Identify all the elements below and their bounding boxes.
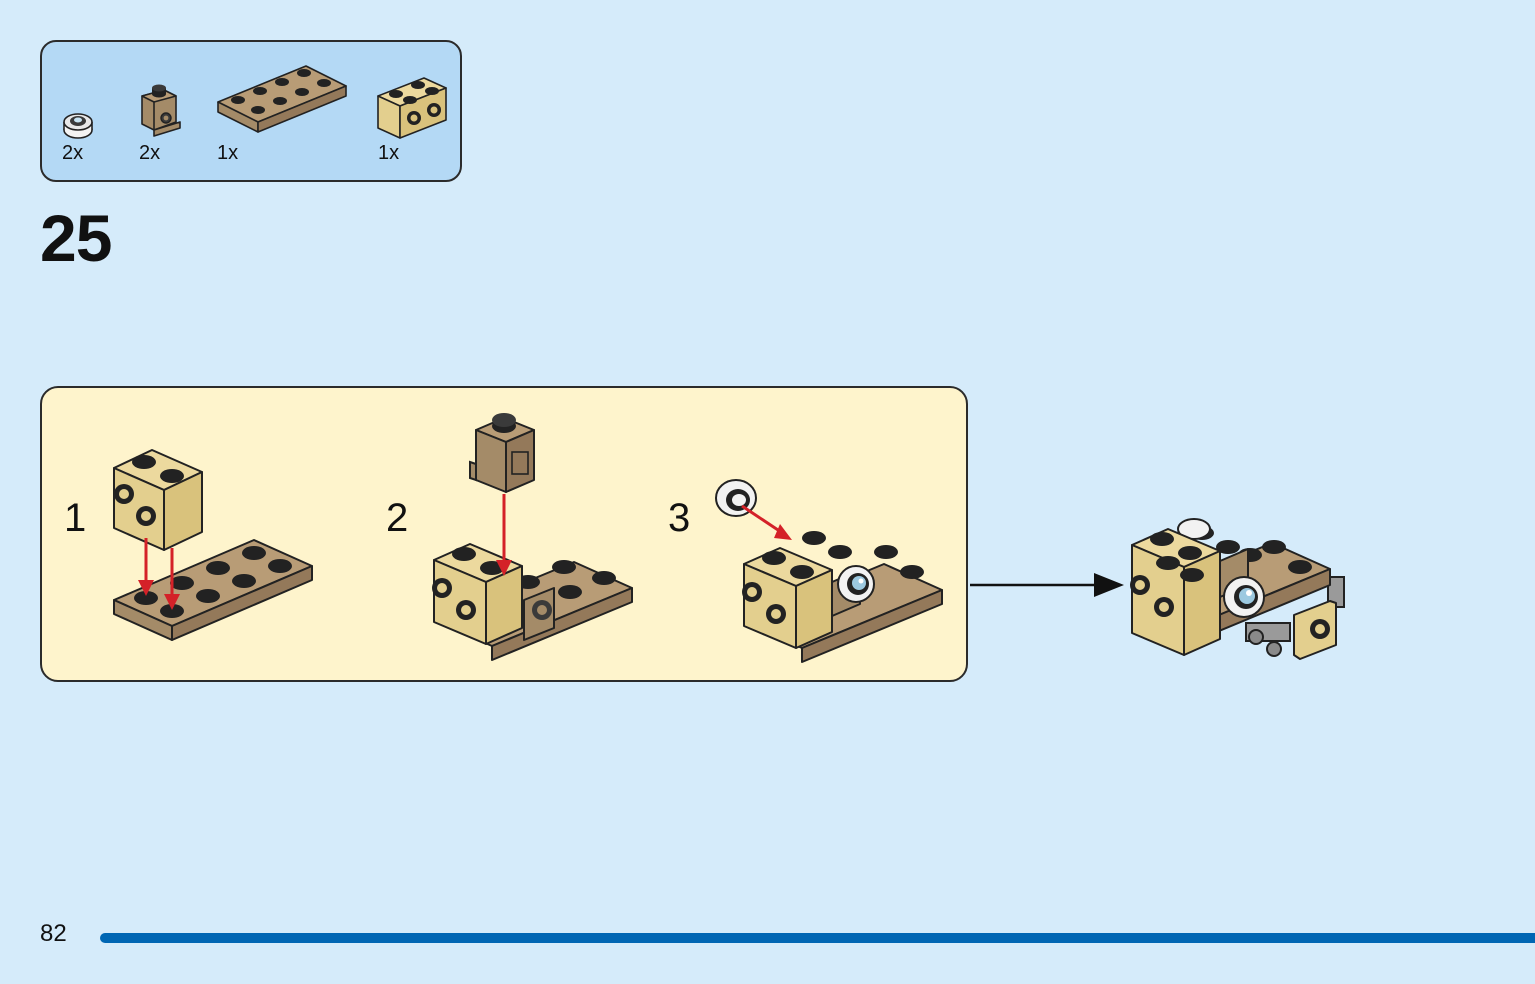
part-qty: 1x (378, 142, 400, 164)
substep-1-figure (113, 449, 313, 641)
substep-number: 3 (668, 496, 691, 540)
substep-number: 1 (64, 496, 87, 540)
page-bar (100, 933, 1535, 943)
plate-2x4-icon (217, 65, 347, 133)
bracket-brick-icon (141, 84, 181, 137)
page-number: 82 (40, 920, 67, 947)
substep-3-figure (715, 479, 943, 663)
substeps-panel: 1 2 3 (40, 386, 968, 682)
part-qty: 2x (139, 142, 161, 164)
tan-brick-studs-side-icon (377, 77, 447, 139)
step-number: 25 (40, 201, 112, 275)
round-eye-tile-icon (63, 113, 93, 139)
part-qty: 1x (217, 142, 239, 164)
part-qty: 2x (62, 142, 84, 164)
substep-2-figure (432, 413, 633, 661)
substep-number: 2 (386, 496, 409, 540)
result-arrow (970, 573, 1124, 597)
result-model-figure (1130, 518, 1345, 660)
parts-list: 2x 2x 1x 1x (40, 40, 462, 182)
